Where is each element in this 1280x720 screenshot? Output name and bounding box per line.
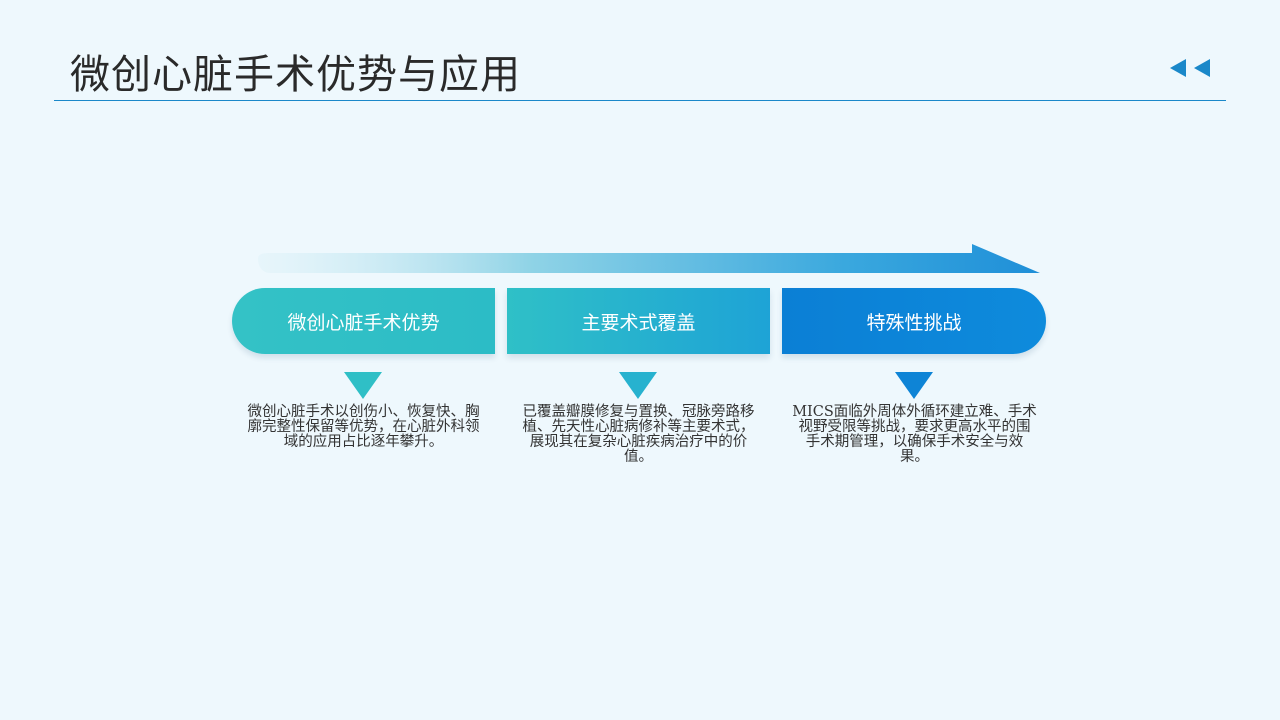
down-triangle-icon	[895, 372, 933, 399]
timeline-arrow-icon	[258, 244, 1040, 273]
stage-challenges: 特殊性挑战	[782, 288, 1046, 354]
stage-label-challenges: 特殊性挑战	[866, 311, 962, 334]
stage-label-procedures: 主要术式覆盖	[581, 311, 696, 334]
stage-advantages: 微创心脏手术优势	[232, 288, 495, 354]
double-left-triangle-icon	[1170, 59, 1210, 77]
stage-description-advantages: 微创心脏手术以创伤小、恢复快、胸廓完整性保留等优势，在心脏外科领域的应用占比逐年…	[247, 404, 480, 450]
previous-slide-icon[interactable]	[1170, 58, 1214, 78]
down-triangle-icon	[344, 372, 382, 399]
stage-procedures: 主要术式覆盖	[507, 288, 770, 354]
stage-label-advantages: 微创心脏手术优势	[287, 311, 440, 334]
timeline-arrow	[250, 240, 1045, 278]
stage-description-challenges: MICS面临外周体外循环建立难、手术视野受限等挑战，要求更高水平的围手术期管理，…	[792, 404, 1037, 465]
stage-description-procedures: 已覆盖瓣膜修复与置换、冠脉旁路移植、先天性心脏病修补等主要术式，展现其在复杂心脏…	[522, 404, 755, 465]
title-divider	[54, 100, 1226, 101]
down-triangle-icon	[619, 372, 657, 399]
slide-title: 微创心脏手术优势与应用	[70, 52, 521, 98]
